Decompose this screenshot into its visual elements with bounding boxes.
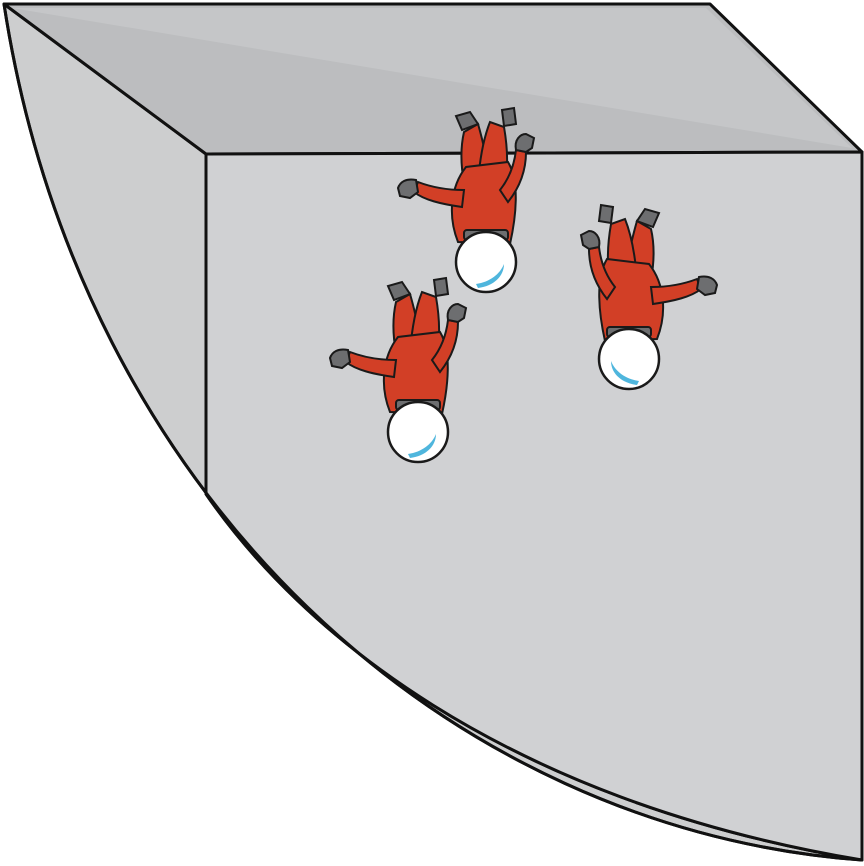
module-wall-face xyxy=(204,150,864,862)
top-face-highlight xyxy=(12,8,852,148)
module-outer-curve xyxy=(2,3,863,862)
